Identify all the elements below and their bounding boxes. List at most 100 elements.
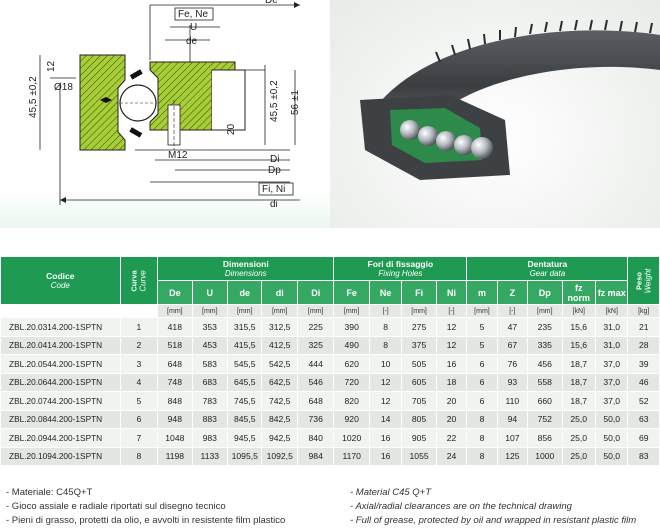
table-cell: 848 xyxy=(157,391,193,411)
table-cell: 125 xyxy=(496,446,529,466)
col-fz-norm: fz norm xyxy=(561,280,596,305)
table-cell: 418 xyxy=(157,317,193,337)
unit-blank xyxy=(0,304,121,318)
table-cell: 983 xyxy=(191,428,229,448)
table-cell: 8 xyxy=(119,446,159,466)
table-cell: 1092,5 xyxy=(261,446,298,466)
table-cell: 415,5 xyxy=(227,335,263,355)
notes-english: - Material C45 Q+T - Axial/radial cleara… xyxy=(350,486,636,528)
group-holes-en: Fixing Holes xyxy=(378,268,423,278)
curve-header-en: Curve xyxy=(138,269,148,292)
unit-cell: [kN] xyxy=(561,304,596,318)
table-cell: 558 xyxy=(527,372,563,392)
note-line: - Gioco assiale e radiale riportati sul … xyxy=(6,501,226,512)
table-cell: 8 xyxy=(466,428,498,448)
table-cell: 20 xyxy=(435,391,468,411)
table-cell: 518 xyxy=(157,335,193,355)
table-cell: 745,5 xyxy=(227,391,263,411)
table-cell: 805 xyxy=(401,409,437,429)
group-holes-it: Fori di fissaggio xyxy=(367,258,434,269)
table-cell: 69 xyxy=(627,428,660,448)
table-cell: 76 xyxy=(496,354,529,374)
group-gear-data: Dentatura Gear data xyxy=(466,256,629,281)
unit-cell: [mm] xyxy=(401,304,437,318)
table-cell: 83 xyxy=(627,446,660,466)
table-cell: 736 xyxy=(296,409,335,429)
table-cell: 984 xyxy=(296,446,335,466)
weight-header-en: Weight xyxy=(643,268,653,293)
dim-height-total: 56 ±1 xyxy=(290,90,301,115)
table-cell: 505 xyxy=(401,354,437,374)
table-cell: 37,0 xyxy=(594,372,629,392)
col-de: de xyxy=(227,280,263,305)
table-cell: 1000 xyxy=(527,446,563,466)
table-cell: 1055 xyxy=(401,446,437,466)
table-cell: 6 xyxy=(466,372,498,392)
weight-header-it: Peso xyxy=(634,271,644,290)
table-cell: 920 xyxy=(333,409,370,429)
dim-M12: M12 xyxy=(168,150,188,161)
unit-cell: [mm] xyxy=(527,304,563,318)
table-cell: 312,5 xyxy=(261,317,298,337)
table-cell: 16 xyxy=(368,428,403,448)
table-cell: 752 xyxy=(527,409,563,429)
table-cell: 620 xyxy=(333,354,370,374)
table-cell: 16 xyxy=(435,354,468,374)
col-Ne: Ne xyxy=(368,280,403,305)
table-cell: 46 xyxy=(627,372,660,392)
table-cell: 5 xyxy=(119,391,159,411)
dim-20: 20 xyxy=(226,123,237,135)
dim-height-right: 45,5 ±0,2 xyxy=(269,80,280,122)
table-cell: 842,5 xyxy=(261,409,298,429)
dim-diameter-18: Ø18 xyxy=(54,82,73,93)
unit-cell: [mm] xyxy=(157,304,193,318)
table-cell: 1095,5 xyxy=(227,446,263,466)
table-cell: 945,5 xyxy=(227,428,263,448)
table-cell: 742,5 xyxy=(261,391,298,411)
table-cell: 605 xyxy=(401,372,437,392)
technical-drawing: De Fe, Ne U de Di Dp Fi, Ni di 12 Ø18 45… xyxy=(28,0,301,210)
table-cell: 856 xyxy=(527,428,563,448)
col-De: De xyxy=(157,280,193,305)
group-fixing-holes: Fori di fissaggio Fixing Holes xyxy=(333,256,468,281)
label-di: di xyxy=(270,199,278,210)
product-code: ZBL.20.0314.200-1SPTN xyxy=(0,317,121,337)
table-cell: 325 xyxy=(296,335,335,355)
table-cell: 12 xyxy=(435,335,468,355)
table-cell: 583 xyxy=(191,354,229,374)
table-cell: 7 xyxy=(119,428,159,448)
table-cell: 18,7 xyxy=(561,391,596,411)
unit-cell: [mm] xyxy=(466,304,498,318)
table-cell: 18 xyxy=(435,372,468,392)
table-cell: 47 xyxy=(496,317,529,337)
table-cell: 18,7 xyxy=(561,372,596,392)
table-cell: 50,0 xyxy=(594,446,629,466)
unit-cell: [-] xyxy=(368,304,403,318)
table-cell: 748 xyxy=(157,372,193,392)
top-illustration: De Fe, Ne U de Di Dp Fi, Ni di 12 Ø18 45… xyxy=(0,0,660,228)
table-cell: 6 xyxy=(119,409,159,429)
table-cell: 15,6 xyxy=(561,335,596,355)
table-cell: 546 xyxy=(296,372,335,392)
unit-cell: [-] xyxy=(496,304,529,318)
bearing-photo xyxy=(330,0,660,228)
table-cell: 820 xyxy=(333,391,370,411)
table-cell: 1020 xyxy=(333,428,370,448)
table-cell: 6 xyxy=(466,354,498,374)
table-cell: 683 xyxy=(191,372,229,392)
unit-blank xyxy=(119,304,159,318)
table-cell: 67 xyxy=(496,335,529,355)
table-cell: 10 xyxy=(368,354,403,374)
table-cell: 375 xyxy=(401,335,437,355)
table-cell: 93 xyxy=(496,372,529,392)
curve-header-it: Curva xyxy=(129,269,139,292)
table-cell: 6 xyxy=(466,391,498,411)
table-cell: 94 xyxy=(496,409,529,429)
table-cell: 8 xyxy=(368,317,403,337)
table-cell: 412,5 xyxy=(261,335,298,355)
